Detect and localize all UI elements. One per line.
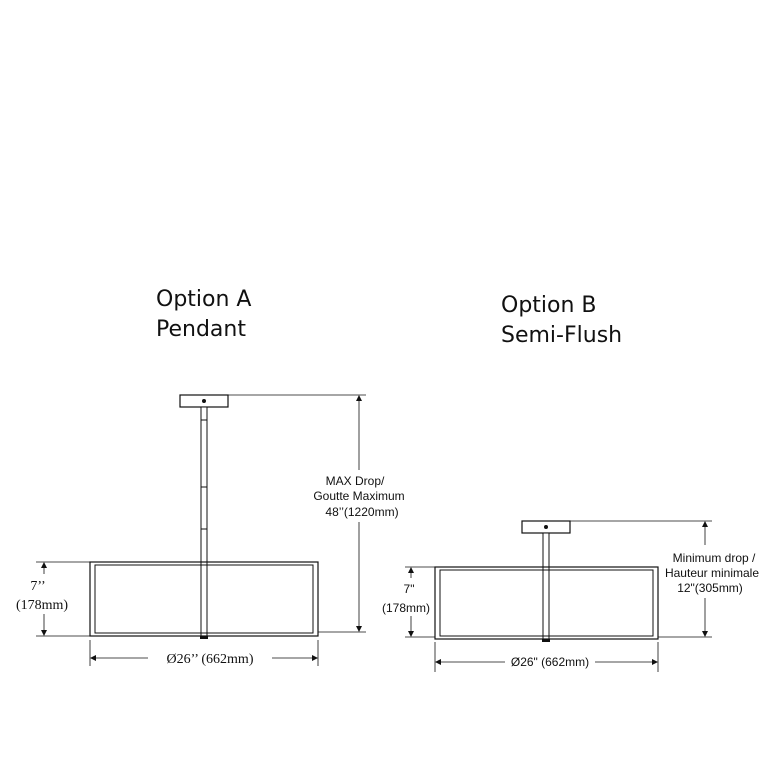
option-a-drop-dimension (228, 394, 366, 633)
option-a-subtitle: Pendant (156, 317, 246, 342)
option-a-height-inches: 7’’ (30, 579, 45, 594)
option-a-width-dimension (89, 640, 319, 666)
option-b-drop-label-1: Minimum drop / (673, 551, 756, 565)
option-a-title: Option A (156, 287, 251, 312)
option-a-shade (89, 561, 319, 639)
option-a-height-mm: (178mm) (16, 598, 68, 613)
option-b-drop-label-2: Hauteur minimale (665, 566, 759, 580)
option-b-shade (434, 566, 659, 642)
option-b-height-dimension (405, 566, 435, 638)
option-a-height-dimension (36, 561, 90, 637)
option-a-drop-label-2: Goutte Maximum (313, 489, 404, 503)
option-a-group: Option A Pendant 7’’ (178mm) (16, 287, 405, 667)
option-b-title: Option B (501, 293, 597, 318)
option-b-height-mm: (178mm) (382, 601, 430, 615)
option-a-diameter-label: Ø26’’ (662mm) (167, 652, 254, 667)
option-b-stem (542, 532, 550, 568)
option-b-drop-dimension (570, 520, 712, 638)
option-b-width-dimension (434, 642, 659, 672)
option-a-rod (200, 406, 208, 563)
option-a-drop-label-3: 48’’(1220mm) (325, 505, 398, 519)
option-b-drop-label-3: 12"(305mm) (677, 581, 743, 595)
option-b-subtitle: Semi-Flush (501, 323, 622, 348)
option-b-height-inches: 7" (404, 582, 415, 596)
option-b-diameter-label: Ø26" (662mm) (511, 655, 589, 669)
option-b-canopy-screw (544, 525, 548, 529)
option-a-drop-label-1: MAX Drop/ (326, 474, 385, 488)
option-a-canopy-screw (202, 399, 206, 403)
option-b-group: Option B Semi-Flush 7" (178mm) (382, 293, 759, 672)
